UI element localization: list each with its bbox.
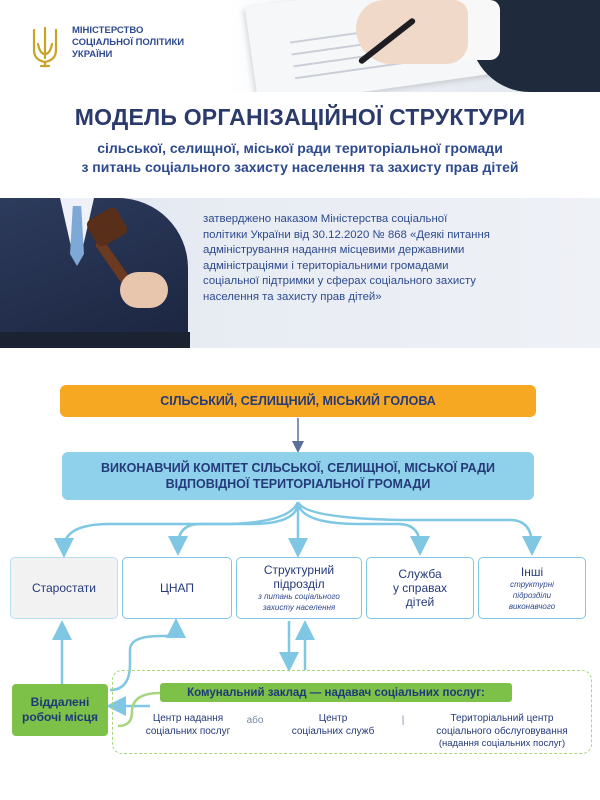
approval-line: затверджено наказом Міністерства соціаль… bbox=[203, 213, 448, 225]
remote-workplaces-box: Віддалені робочі місця bbox=[12, 684, 108, 736]
ministry-line: УКРАЇНИ bbox=[72, 49, 113, 60]
service-line: Територіальний центр bbox=[450, 713, 554, 724]
unit-label: дітей bbox=[405, 595, 435, 609]
service-note: (надання соціальних послуг) bbox=[438, 738, 566, 749]
approval-line: адміністраціями і територіальними громад… bbox=[203, 259, 449, 272]
divider: | bbox=[401, 715, 405, 726]
approval-line: адміністрування надання місцевими держав… bbox=[203, 244, 465, 257]
approval-line: населення та захисту прав дітей» bbox=[203, 290, 382, 303]
service-center: Центр надання соціальних послуг bbox=[128, 713, 248, 738]
unit-label: підрозділ bbox=[273, 577, 325, 591]
judge-tie bbox=[70, 206, 84, 266]
territorial-center: Територіальний центр соціального обслуго… bbox=[414, 713, 590, 751]
unit-label: Інші bbox=[520, 564, 544, 579]
subtitle-line: з питань соціального захисту населення т… bbox=[81, 159, 519, 175]
unit-label: у справах bbox=[392, 581, 448, 595]
unit-sublabel: структурні bbox=[510, 579, 554, 589]
remote-line: Віддалені bbox=[30, 695, 90, 709]
unit-sublabel: виконавчого bbox=[508, 601, 556, 611]
service-line: Центр надання bbox=[152, 713, 224, 724]
service-line: соціальних послуг bbox=[145, 725, 231, 737]
approval-text: затверджено наказом Міністерства соціаль… bbox=[203, 212, 583, 306]
unit-sublabel: підрозділи bbox=[512, 590, 552, 600]
trident-icon bbox=[32, 26, 58, 68]
desk bbox=[0, 332, 190, 348]
subtitle-line: сільської, селищної, міської ради терито… bbox=[97, 140, 503, 156]
approval-line: соціальної підтримки у сферах соціальног… bbox=[203, 275, 476, 288]
unit-children-service: Служба у справах дітей bbox=[366, 557, 474, 619]
unit-label: Служба bbox=[398, 567, 442, 581]
service-line: Центр bbox=[318, 713, 348, 724]
unit-label: Старостати bbox=[31, 581, 97, 595]
service-line: соціальних служб bbox=[291, 725, 375, 737]
page-title: МОДЕЛЬ ОРГАНІЗАЦІЙНОЇ СТРУКТУРИ bbox=[74, 104, 526, 130]
remote-line: робочі місця bbox=[21, 710, 98, 724]
or-divider: або bbox=[246, 715, 264, 726]
communal-institution-label: Комунальний заклад — надавач соціальних … bbox=[160, 683, 512, 702]
unit-sublabel: захисту населення bbox=[262, 603, 336, 612]
approval-line: політики України від 30.12.2020 № 868 «Д… bbox=[203, 228, 490, 241]
unit-social-protection: Структурний підрозділ з питань соціально… bbox=[236, 557, 362, 619]
service-line: соціального обслуговування bbox=[436, 725, 568, 737]
ministry-line: МІНІСТЕРСТВО bbox=[72, 25, 144, 36]
executive-committee-box: ВИКОНАВЧИЙ КОМІТЕТ СІЛЬСЬКОЇ, СЕЛИЩНОЇ, … bbox=[62, 452, 534, 500]
communal-institution-frame bbox=[112, 670, 592, 754]
mayor-box: СІЛЬСЬКИЙ, СЕЛИЩНИЙ, МІСЬКИЙ ГОЛОВА bbox=[60, 385, 536, 417]
social-services-center: Центр соціальних служб bbox=[278, 713, 388, 738]
header-banner bbox=[0, 0, 600, 92]
ministry-name: МІНІСТЕРСТВО СОЦІАЛЬНОЇ ПОЛІТИКИ УКРАЇНИ bbox=[72, 25, 222, 61]
unit-starostaty: Старостати bbox=[10, 557, 118, 619]
exec-line: ВИКОНАВЧИЙ КОМІТЕТ СІЛЬСЬКОЇ, СЕЛИЩНОЇ, … bbox=[100, 461, 495, 475]
unit-label: ЦНАП bbox=[159, 581, 195, 595]
page-subtitle: сільської, селищної, міської ради терито… bbox=[0, 139, 600, 177]
judge-hand bbox=[120, 272, 168, 308]
unit-tsnap: ЦНАП bbox=[122, 557, 232, 619]
unit-sublabel: з питань соціального bbox=[258, 592, 340, 601]
unit-other: Інші структурні підрозділи виконавчого bbox=[478, 557, 586, 619]
exec-line: ВІДПОВІДНОЇ ТЕРИТОРІАЛЬНОЇ ГРОМАДИ bbox=[165, 477, 431, 491]
unit-label: Структурний bbox=[263, 563, 335, 577]
ministry-line: СОЦІАЛЬНОЇ ПОЛІТИКИ bbox=[72, 37, 185, 48]
